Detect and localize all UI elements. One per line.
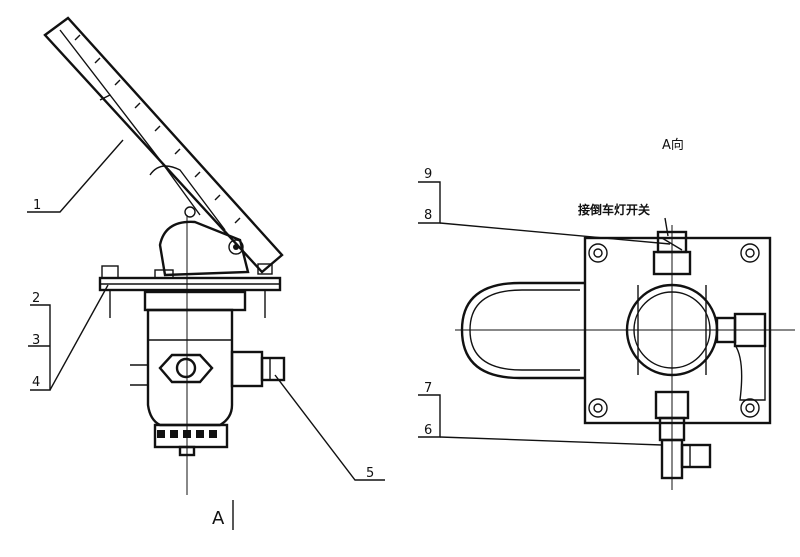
right-a-view <box>418 181 795 490</box>
callout-5: 5 <box>366 466 374 481</box>
left-leaders <box>27 139 385 481</box>
callout-4: 4 <box>32 375 40 390</box>
flange-bolts <box>588 243 760 418</box>
right-leaders <box>418 181 671 446</box>
side-fitting <box>715 312 767 401</box>
callout-6: 6 <box>424 423 432 438</box>
pedal-bracket <box>158 206 273 277</box>
reverse-light-switch <box>652 230 692 276</box>
rear-housing <box>460 281 585 380</box>
annotation-reverse-light: 接倒车灯开关 <box>578 202 650 217</box>
valve-body <box>130 308 286 457</box>
callout-7: 7 <box>424 381 432 396</box>
callout-1: 1 <box>33 198 41 213</box>
callout-8: 8 <box>424 208 432 223</box>
callout-2: 2 <box>32 291 40 306</box>
flange-plate <box>583 236 772 425</box>
callout-3: 3 <box>32 333 40 348</box>
view-a-label: A向 <box>662 137 684 153</box>
outlet-fitting <box>654 390 712 480</box>
pedal <box>43 16 284 274</box>
section-label-a: A <box>212 508 225 529</box>
left-side-view <box>27 16 385 530</box>
callout-9: 9 <box>424 167 432 182</box>
